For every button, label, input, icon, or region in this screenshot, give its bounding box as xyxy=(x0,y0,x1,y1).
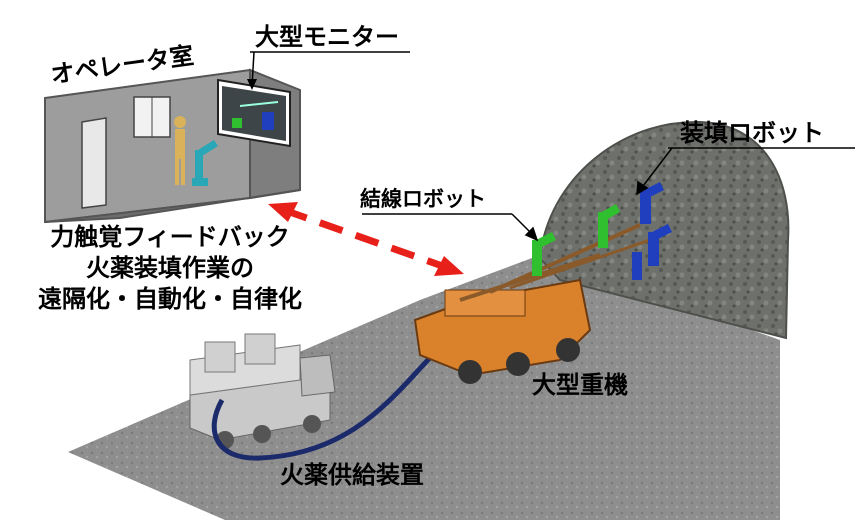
loading-robot-label: 装填ロボット xyxy=(680,119,824,147)
caption-line-1: 力触覚フィードバック xyxy=(50,223,290,251)
operator-room-door xyxy=(81,117,107,209)
large-monitor xyxy=(217,78,291,148)
operator-figure xyxy=(174,116,186,185)
binding-robot-label: 結線ロボット xyxy=(360,187,486,211)
supply-hose xyxy=(211,342,447,461)
heavy-machine-label: 大型重機 xyxy=(532,371,628,399)
system-caption: 力触覚フィードバック 火薬装填作業の 遠隔化・自動化・自律化 xyxy=(6,222,334,315)
haptic-master-robot xyxy=(192,140,218,186)
binding-robot xyxy=(532,204,620,276)
leader-lines xyxy=(247,51,855,242)
caption-line-3: 遠隔化・自動化・自律化 xyxy=(38,285,302,313)
large-monitor-label: 大型モニター xyxy=(255,23,399,51)
heavy-machine xyxy=(413,223,651,384)
tunnel-floor xyxy=(68,255,780,520)
operator-room xyxy=(44,68,301,224)
link-arrow xyxy=(268,202,464,276)
loading-robot xyxy=(632,182,672,280)
explosive-supply-label: 火薬供給装置 xyxy=(280,461,424,489)
caption-line-2: 火薬装填作業の xyxy=(86,254,254,282)
explosive-supply-truck xyxy=(189,333,336,449)
